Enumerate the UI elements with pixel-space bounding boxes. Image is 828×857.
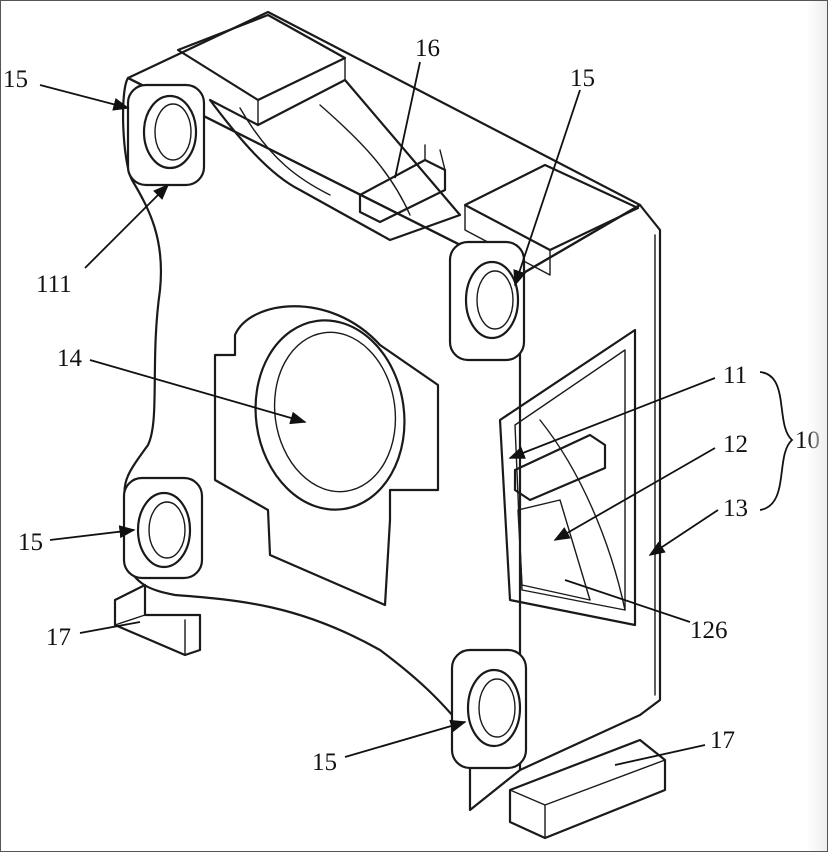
foot-left [113, 583, 202, 657]
label-15-top-left: 15 [3, 66, 28, 93]
leader-14 [89, 359, 307, 425]
right-side-face [518, 203, 662, 772]
label-111: 111 [36, 271, 72, 298]
boss-top-left [126, 83, 206, 187]
leader-lines [39, 61, 794, 766]
label-17-left: 17 [46, 624, 71, 651]
side-opening-outline [498, 328, 637, 627]
leader-111 [84, 183, 170, 269]
corner-bosses [122, 83, 528, 770]
window-outer-ring [254, 319, 406, 511]
label-11: 11 [723, 362, 747, 389]
side-opening [498, 328, 637, 627]
central-window [213, 305, 440, 607]
label-15-mid-left: 15 [18, 529, 43, 556]
leader-11 [508, 377, 716, 459]
rib-16-top [424, 144, 446, 171]
label-10: 10 [795, 427, 820, 454]
boss-bottom [450, 648, 528, 770]
label-126: 126 [690, 617, 728, 644]
label-12: 12 [723, 431, 748, 458]
label-14: 14 [57, 345, 83, 372]
label-13: 13 [723, 495, 748, 522]
top-left-block [176, 13, 347, 102]
window-flange [213, 305, 440, 607]
top-slot-opening [208, 78, 462, 242]
leader-126 [564, 579, 691, 623]
brace-10 [759, 371, 794, 511]
leader-15-mid-left [49, 525, 136, 541]
boss-mid-left [122, 476, 204, 580]
label-17-right: 17 [710, 727, 735, 754]
foot-right [508, 738, 667, 840]
slot-inner-curve [239, 107, 331, 196]
rib-16 [358, 158, 447, 224]
side-opening-curve [539, 419, 626, 611]
side-opening-inner [514, 349, 626, 611]
window-inner-ring [273, 331, 397, 493]
leader-12 [553, 447, 716, 541]
leader-17-right [614, 744, 706, 766]
recess-12 [517, 499, 591, 601]
label-15-bottom: 15 [312, 749, 337, 776]
label-16: 16 [415, 35, 440, 62]
boss-top-right [448, 240, 526, 362]
leader-15-top-left [39, 84, 130, 111]
top-right-block [463, 163, 640, 252]
leader-13 [648, 509, 719, 556]
rib-11 [513, 433, 607, 502]
feet [113, 583, 667, 840]
leader-15-top-right [513, 89, 581, 287]
leader-15-bottom [344, 719, 467, 758]
slot-back-curve [319, 104, 411, 216]
label-15-top-right: 15 [570, 65, 595, 92]
leader-17-left [79, 621, 141, 634]
top-face-details [176, 13, 640, 276]
leader-16 [394, 61, 421, 179]
